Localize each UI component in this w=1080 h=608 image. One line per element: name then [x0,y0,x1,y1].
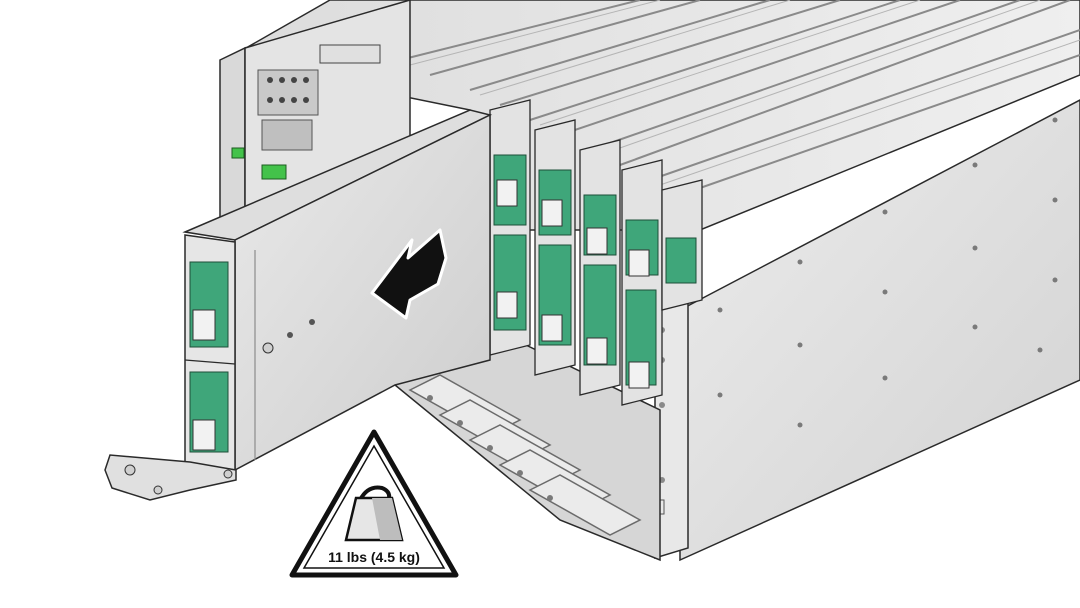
module-connector-lower [192,419,216,451]
removal-direction-arrow-icon [370,228,448,320]
weight-label: 11 lbs (4.5 kg) [328,549,420,565]
module-slot [489,99,531,356]
green-latch [261,164,287,180]
top-rails [399,0,1080,196]
weight-icon [344,485,404,542]
module-slot [534,119,576,376]
module-slot [621,159,663,406]
rear-connector-panel [219,0,411,234]
removed-module [104,109,493,501]
ejector-handle[interactable] [104,454,237,501]
top-rail-highlights [409,0,1080,186]
green-latch-small [231,147,245,159]
module-connector-upper [192,309,216,341]
connector-pins [267,77,309,103]
chassis-top [222,0,1080,231]
module-slot [661,179,703,311]
module-slot [579,139,621,396]
side-screws [717,117,1058,428]
weight-warning-icon: 11 lbs (4.5 kg) [289,429,459,578]
installed-modules [489,99,703,406]
